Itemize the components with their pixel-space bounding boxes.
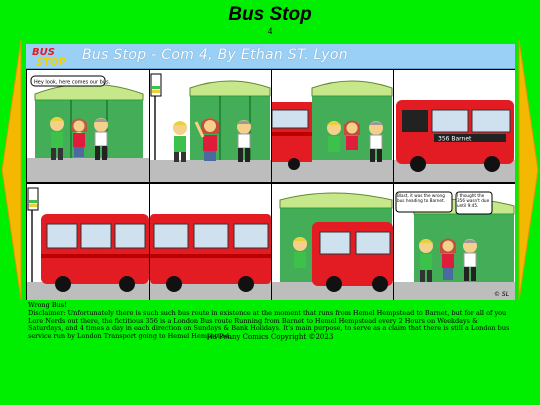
comic-panel-7: [271, 183, 394, 300]
bus-stop-logo: BUS STOP: [32, 47, 67, 67]
bus-destination-sign: 356 Barnet: [438, 136, 472, 143]
character-red-hair-girl: [71, 118, 87, 157]
comic-panel-2: [149, 69, 272, 183]
copyright-notice: Ha'Penny Comics Copyright ©2023: [206, 333, 334, 341]
page-title: Bus Stop: [228, 4, 312, 25]
speech-bubble-text: Hey look, here comes our bus.: [34, 80, 111, 86]
svg-text:BUS: BUS: [32, 47, 55, 58]
next-page-arrow-icon[interactable]: [518, 40, 540, 300]
svg-text:STOP: STOP: [36, 57, 67, 67]
comic-caption: Wrong Bus! Disclaimer: Unfortunately the…: [28, 301, 513, 341]
speech-bubble-left: Blast, it was the wrong bus heading to B…: [397, 193, 445, 203]
comic-strip: BUS STOP Bus Stop - Com 4, By Ethan ST. …: [26, 44, 515, 300]
caption-title: Wrong Bus!: [28, 301, 67, 309]
comic-panel-1: Hey look, here comes our bus.: [26, 69, 150, 183]
comic-title: Bus Stop - Com 4, By Ethan ST. Lyon: [82, 47, 348, 63]
comic-panel-5: [26, 183, 150, 300]
speech-bubble-right: I thought the 356 wasn't due until 9:45.: [457, 193, 490, 208]
comic-panel-4: 356 Barnet: [393, 69, 515, 183]
comic-panel-3: [271, 69, 394, 183]
artist-signature: © SL: [494, 291, 509, 298]
comic-banner: BUS STOP Bus Stop - Com 4, By Ethan ST. …: [26, 44, 515, 69]
character-grey-hair-man: [94, 118, 108, 160]
page-number: 4: [267, 26, 273, 36]
caption-disclaimer: Disclaimer: Unfortunately there is such …: [28, 308, 510, 341]
comic-panel-8: Blast, it was the wrong bus heading to B…: [393, 183, 515, 300]
character-blond-boy: [50, 117, 64, 160]
previous-page-arrow-icon[interactable]: [0, 40, 22, 300]
comic-panel-6: [149, 183, 272, 300]
